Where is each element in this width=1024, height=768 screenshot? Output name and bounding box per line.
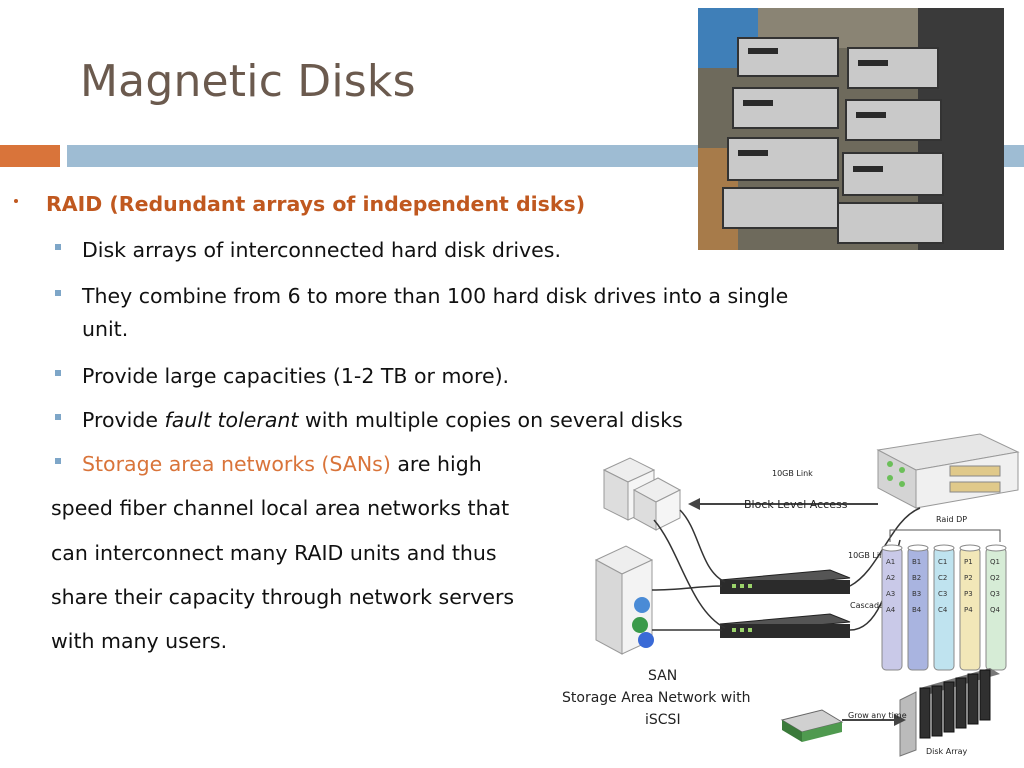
raid-cell-label: P4 [964,606,973,614]
hard-drive-icon [780,709,844,742]
link-side-label: 10GB Link [848,551,889,560]
main-bullet: RAID (Redundant arrays of independent di… [46,192,586,216]
san-diagram: Block Level Access 10GB Link 10GB Link C… [562,433,1020,757]
sub-bullet-5-rest: are high [390,452,482,476]
san-caption-line2: iSCSI [645,712,681,728]
raid-cell-label: A4 [886,606,896,614]
raid-cell-label: Q1 [990,558,1000,566]
raid-cell-label: A2 [886,574,895,582]
square-bullet-icon [55,370,61,376]
continuation-line-1: speed fiber channel local area networks … [51,496,510,520]
grow-label: Grow any time [848,711,907,720]
continuation-line-4: with many users. [51,629,228,653]
raid-cell-label: B3 [912,590,921,598]
sub-bullet-2-cont: unit. [82,317,129,341]
raid-column-cap [907,544,929,552]
sub-bullet-1: Disk arrays of interconnected hard disk … [82,238,561,262]
raid-cell-label: B1 [912,558,921,566]
network-switch-icon [719,569,851,638]
storage-unit-icon [876,433,1020,509]
san-term: Storage area networks (SANs) [82,452,391,476]
raid-cell-label: P1 [964,558,973,566]
disk-array-label: Disk Array [926,747,968,756]
disk-array-icon [899,668,1000,757]
link-top-label: 10GB Link [772,469,813,478]
raid-cell-label: A1 [886,558,895,566]
raid-column-cap [985,544,1007,552]
raid-cell-label: A3 [886,590,895,598]
raid-dp-label: Raid DP [936,515,967,524]
square-bullet-icon [55,290,61,296]
square-bullet-icon [55,414,61,420]
raid-cell-label: Q4 [990,606,1001,614]
square-bullet-icon [55,244,61,250]
san-caption-line1: Storage Area Network with [562,690,751,706]
sub-bullet-4: Provide fault tolerant with multiple cop… [82,407,683,433]
raid-cell-label: C1 [938,558,947,566]
raid-cell-label: B2 [912,574,921,582]
raid-column-cap [959,544,981,552]
sub-bullet-5: Storage area networks (SANs) are high [82,451,482,477]
raid-cell-label: C2 [938,574,947,582]
raid-cell-label: P2 [964,574,973,582]
server-rack-icon [594,545,654,655]
sub-bullet-4-rest: with multiple copies on several disks [298,408,683,432]
sub-bullet-4-lead: Provide [82,408,165,432]
san-caption-title: SAN [648,668,677,684]
sub-bullet-2: They combine from 6 to more than 100 har… [82,284,789,308]
raid-cell-label: C4 [938,606,948,614]
hard-drive-rack-photo [698,8,1004,250]
slide-title: Magnetic Disks [80,56,416,107]
raid-cell-label: C3 [938,590,947,598]
raid-column-cap [933,544,955,552]
raid-column-cap [881,544,903,552]
continuation-line-2: can interconnect many RAID units and thu… [51,541,497,565]
continuation-line-3: share their capacity through network ser… [51,585,515,609]
square-bullet-icon [55,458,61,464]
fault-tolerant-term: fault tolerant [164,408,299,432]
raid-cell-label: Q2 [990,574,1000,582]
accent-bar-orange [0,145,60,167]
raid-cell-label: B4 [912,606,922,614]
cascade-label: Cascade [850,601,884,610]
server-icon [602,457,682,531]
block-access-label: Block Level Access [744,498,848,511]
sub-bullet-3: Provide large capacities (1-2 TB or more… [82,364,510,388]
raid-cell-label: Q3 [990,590,1000,598]
bullet-dot-icon [14,199,18,203]
raid-cell-label: P3 [964,590,973,598]
